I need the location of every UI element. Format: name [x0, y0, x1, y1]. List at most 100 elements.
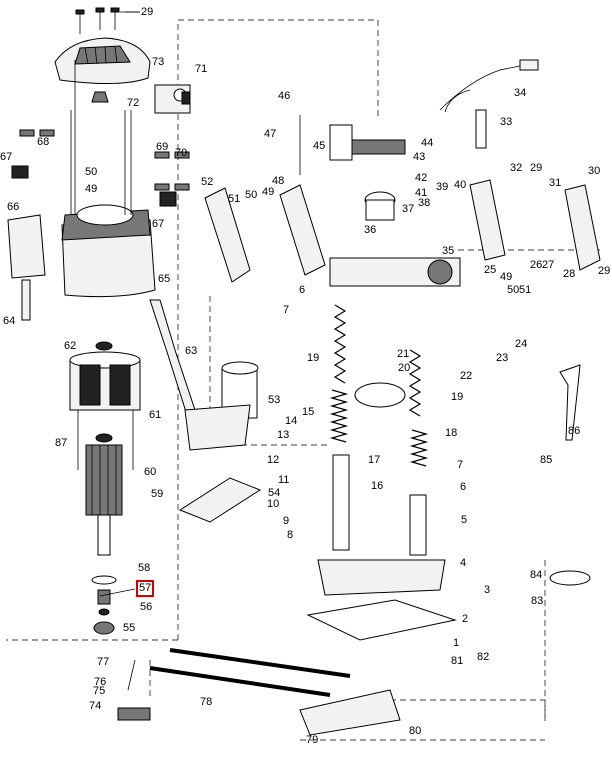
label-7: 7 — [283, 304, 290, 316]
base-4-part — [317, 559, 446, 596]
label-84: 84 — [530, 569, 543, 581]
label-61: 61 — [149, 409, 162, 421]
ring-58-part — [91, 575, 117, 585]
dust-port-part — [184, 361, 259, 451]
label-4: 4 — [460, 557, 467, 569]
handle-52-part — [204, 187, 251, 283]
label-77: 77 — [97, 656, 110, 668]
label-36: 36 — [364, 224, 377, 236]
label-55: 55 — [123, 622, 136, 634]
label-33: 33 — [500, 116, 513, 128]
column-16-part — [332, 454, 350, 551]
label-50: 50 — [85, 166, 98, 178]
label-49: 49 — [85, 183, 98, 195]
label-71: 71 — [195, 63, 208, 75]
brush-cover-part — [7, 214, 46, 279]
motor-carrier-part — [329, 139, 461, 287]
label-64: 64 — [3, 315, 16, 327]
label-85: 85 — [540, 454, 553, 466]
label-19: 19 — [307, 352, 320, 364]
label-7b: 7 — [457, 459, 464, 471]
label-30: 30 — [588, 165, 601, 177]
handle-30-part — [564, 184, 601, 271]
label-16: 16 — [371, 480, 384, 492]
label-29: 29 — [141, 6, 154, 18]
label-24: 24 — [515, 338, 528, 350]
label-37: 37 — [402, 203, 415, 215]
label-56: 56 — [140, 601, 153, 613]
dust-shroud-part — [178, 477, 262, 523]
label-75: 75 — [93, 685, 106, 697]
label-60: 60 — [144, 466, 157, 478]
label-6b: 6 — [460, 481, 467, 493]
label-45: 45 — [313, 140, 326, 152]
label-12: 12 — [267, 454, 280, 466]
armature-part — [85, 433, 123, 556]
bushing-45-part — [329, 124, 353, 161]
label-25: 25 — [484, 264, 497, 276]
label-65: 65 — [158, 273, 171, 285]
washer-84-part — [549, 570, 591, 586]
assembly-guide-lines — [6, 19, 600, 741]
label-70: 70 — [175, 147, 188, 159]
label-13: 13 — [277, 429, 290, 441]
sleeve-33-part — [475, 109, 487, 149]
label-62: 62 — [64, 340, 77, 352]
label-68: 68 — [37, 136, 50, 148]
bearing-62-part — [95, 341, 113, 351]
label-46: 46 — [278, 90, 291, 102]
handle-25-part — [469, 179, 506, 261]
column-5-part — [409, 494, 427, 556]
label-76: 76 — [94, 676, 107, 688]
label-63: 63 — [185, 345, 198, 357]
label-51: 51 — [228, 193, 241, 205]
label-48: 48 — [272, 175, 285, 187]
switch-part — [154, 84, 191, 114]
collet-nut-55-part — [93, 621, 115, 635]
label-49b: 49 — [262, 186, 275, 198]
label-39: 39 — [436, 181, 449, 193]
label-79: 79 — [306, 734, 319, 746]
label-67b: 67 — [152, 218, 165, 230]
label-21: 21 — [397, 348, 410, 360]
label-5: 5 — [461, 514, 468, 526]
label-80: 80 — [409, 725, 422, 737]
leader-lines — [99, 11, 140, 597]
wrench-86-part — [559, 364, 581, 441]
label-34: 34 — [514, 87, 527, 99]
pin-77-part — [127, 659, 136, 691]
label-66: 66 — [7, 201, 20, 213]
label-22: 22 — [460, 370, 473, 382]
label-41: 41 — [415, 187, 428, 199]
label-9: 9 — [283, 515, 290, 527]
label-11: 11 — [278, 474, 290, 486]
label-32: 32 — [510, 162, 523, 174]
label-6: 6 — [299, 284, 306, 296]
top-screws — [75, 7, 140, 34]
label-10: 10 — [267, 498, 280, 510]
knob-part — [91, 91, 109, 103]
handle-48-part — [279, 184, 326, 276]
depth-stop-20-part — [354, 382, 406, 408]
label-74: 74 — [89, 700, 102, 712]
label-47: 47 — [264, 128, 277, 140]
label-2: 2 — [462, 613, 469, 625]
label-44: 44 — [421, 137, 434, 149]
motor-housing-part — [61, 60, 156, 298]
label-19b: 19 — [451, 391, 464, 403]
cord-34-part — [439, 59, 539, 113]
base-plate-2-part — [306, 599, 457, 641]
label-78: 78 — [200, 696, 213, 708]
label-31: 31 — [549, 177, 562, 189]
label-82: 82 — [477, 651, 490, 663]
label-29b: 29 — [530, 162, 543, 174]
label-23: 23 — [496, 352, 509, 364]
label-18: 18 — [445, 427, 458, 439]
springs-19-part — [329, 304, 429, 467]
label-17: 17 — [368, 454, 381, 466]
nut-56-part — [98, 608, 110, 616]
pin-74-part — [117, 707, 151, 721]
label-42: 42 — [415, 172, 428, 184]
label-67: 67 — [0, 151, 13, 163]
